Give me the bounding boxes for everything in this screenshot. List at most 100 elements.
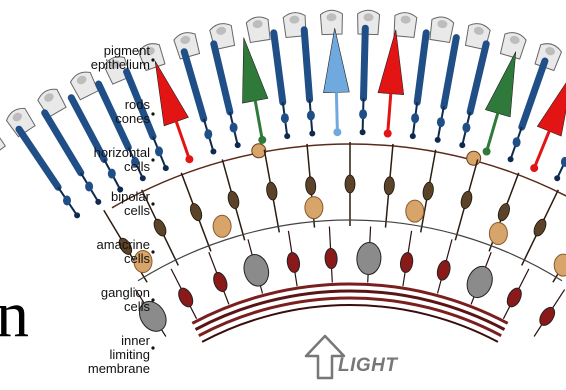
label-line: rods bbox=[115, 98, 150, 112]
ganglion-cell-body bbox=[504, 286, 524, 309]
bipolar-cell-body bbox=[226, 190, 240, 210]
label-pigment-epithelium: pigment epithelium bbox=[91, 44, 150, 72]
pigment-epithelium-cell bbox=[499, 30, 527, 59]
ganglion-cell-body bbox=[356, 242, 382, 275]
cone-axon bbox=[255, 101, 262, 140]
ganglion-cell-body bbox=[399, 252, 414, 274]
ganglion-cell-body bbox=[286, 252, 301, 274]
label-leader-dot bbox=[151, 250, 154, 253]
amacrine-cell-body bbox=[406, 200, 424, 222]
rod-terminal bbox=[140, 175, 146, 181]
rod-outer-segment bbox=[304, 30, 309, 100]
bipolar-cell-body bbox=[532, 217, 549, 238]
cone-cell bbox=[378, 30, 404, 95]
rod-nucleus bbox=[513, 137, 521, 147]
rod-outer-segment bbox=[364, 28, 366, 98]
label-leader-dot bbox=[151, 346, 154, 349]
rod-terminal bbox=[435, 137, 441, 143]
rod-outer-segment bbox=[184, 52, 204, 119]
label-line: cells bbox=[101, 300, 150, 314]
cone-axon bbox=[176, 121, 189, 159]
pigment-epithelium-cell bbox=[393, 12, 417, 38]
bipolar-cell-body bbox=[422, 181, 435, 200]
rod-outer-segment bbox=[522, 61, 545, 127]
rod-outer-segment bbox=[444, 38, 457, 107]
bipolar-cell-body bbox=[305, 176, 317, 195]
rod-terminal bbox=[508, 156, 514, 162]
cropped-edge-glyph: n bbox=[0, 282, 29, 348]
label-line: epithelium bbox=[91, 58, 150, 72]
bipolar-cell-body bbox=[345, 175, 355, 193]
label-line: bipolar bbox=[111, 190, 150, 204]
ganglion-cell-body bbox=[463, 263, 497, 301]
rod-terminal bbox=[459, 142, 465, 148]
rod-nucleus bbox=[561, 157, 566, 167]
rod-nucleus bbox=[462, 123, 470, 133]
pigment-epithelium-cell bbox=[0, 126, 6, 158]
rod-nucleus bbox=[411, 113, 419, 123]
label-ganglion-cells: ganglion cells bbox=[101, 286, 150, 314]
label-line: inner bbox=[88, 334, 150, 348]
rod-outer-segment bbox=[19, 129, 58, 187]
label-line: ganglion bbox=[101, 286, 150, 300]
label-line: amacrine bbox=[97, 238, 150, 252]
rod-terminal bbox=[163, 165, 169, 171]
amacrine-cell-body bbox=[489, 223, 507, 245]
rod-nucleus bbox=[437, 117, 445, 127]
ganglion-cell-body bbox=[325, 248, 338, 269]
label-line: cells bbox=[94, 160, 150, 174]
pigment-epithelium-cell bbox=[429, 16, 454, 43]
rod-outer-segment bbox=[470, 44, 486, 112]
rod-nucleus bbox=[359, 109, 367, 119]
rod-terminal bbox=[235, 142, 241, 148]
label-line: cones bbox=[115, 112, 150, 126]
horizontal-cell-body bbox=[467, 151, 481, 165]
label-leader-dot bbox=[151, 298, 154, 301]
cone-cell bbox=[324, 28, 350, 93]
label-line: membrane bbox=[88, 362, 150, 376]
cone-terminal bbox=[258, 136, 266, 144]
rod-terminal bbox=[410, 133, 416, 139]
ganglion-cell-body bbox=[176, 286, 196, 309]
cone-terminal bbox=[530, 164, 538, 172]
rod-terminal bbox=[554, 175, 560, 181]
rod-nucleus bbox=[307, 111, 315, 121]
cone-terminal bbox=[483, 148, 491, 156]
pigment-epithelium-cell bbox=[320, 10, 343, 35]
amacrine-cell-body bbox=[305, 197, 323, 219]
label-line: cells bbox=[97, 252, 150, 266]
label-line: horizontal bbox=[94, 146, 150, 160]
rod-outer-segment bbox=[274, 33, 283, 102]
label-inner-limiting-membrane: inner limiting membrane bbox=[88, 334, 150, 376]
rod-terminal bbox=[360, 129, 366, 135]
cone-axon bbox=[534, 131, 549, 168]
rod-nucleus bbox=[230, 123, 238, 133]
label-leader-dot bbox=[151, 158, 154, 161]
bipolar-cell-body bbox=[265, 181, 278, 200]
bipolar-cell-body bbox=[384, 176, 396, 195]
cone-cell bbox=[155, 61, 188, 126]
rod-terminal bbox=[210, 149, 216, 155]
ganglion-cell-body bbox=[241, 252, 272, 289]
label-bipolar-cells: bipolar cells bbox=[111, 190, 150, 218]
rod-nucleus bbox=[155, 146, 163, 156]
rod-nucleus bbox=[281, 113, 289, 123]
horizontal-cell-body bbox=[252, 144, 266, 158]
ganglion-cell-body bbox=[211, 271, 229, 294]
rod-terminal bbox=[309, 131, 315, 137]
pigment-epithelium-cell bbox=[246, 16, 271, 43]
rod-outer-segment bbox=[417, 33, 426, 102]
bipolar-cell-body bbox=[496, 202, 512, 222]
horizontal-cell-process bbox=[112, 144, 566, 208]
rod-nucleus bbox=[85, 182, 93, 192]
cone-cell bbox=[537, 72, 566, 136]
rod-terminal bbox=[95, 199, 101, 205]
label-line: pigment bbox=[91, 44, 150, 58]
label-leader-dot bbox=[151, 112, 154, 115]
rod-nucleus bbox=[63, 196, 71, 206]
inner-limiting-membrane-band bbox=[202, 305, 498, 342]
light-label: LIGHT bbox=[338, 355, 398, 377]
rod-outer-segment bbox=[45, 113, 81, 173]
